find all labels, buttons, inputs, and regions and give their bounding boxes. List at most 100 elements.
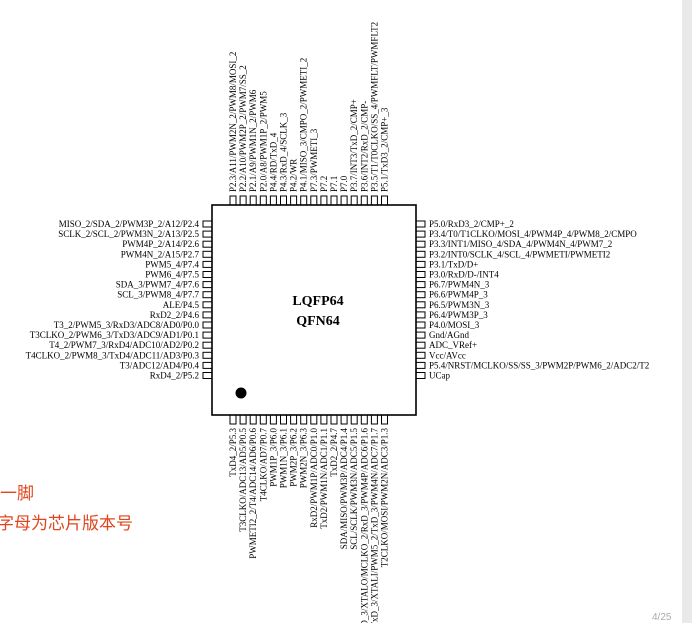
pin-label: SCLK_2/SCL_2/PWM3N_2/A13/P2.5 <box>58 229 199 239</box>
pin-label: P4.2/WR <box>289 159 299 192</box>
pin-label: T3/ADC12/AD4/P0.4 <box>120 360 200 370</box>
pin1-marker <box>235 387 247 399</box>
right-pin <box>415 230 426 238</box>
top-pin <box>370 195 378 206</box>
bottom-pin <box>381 414 388 425</box>
pin-label: PWM4P_2/A14/P2.6 <box>122 239 199 249</box>
pin-label: MISO_2/SDA_2/PWM3P_2/A12/P2.4 <box>59 219 200 229</box>
right-pin <box>415 372 426 379</box>
pin-label: SCL_3/PWM8_4/P7.7 <box>117 290 199 300</box>
pin-label: P6.5/PWM3N_3 <box>429 300 490 310</box>
pin-label: Gnd/AGnd <box>429 330 469 340</box>
pin-label: P3.1/TxD/D+ <box>429 259 478 269</box>
top-pin <box>340 195 348 206</box>
pin-label: RxD2_2/P4.6 <box>150 310 200 320</box>
top-pin <box>300 195 308 206</box>
top-pin <box>310 195 318 206</box>
top-pin <box>280 195 287 206</box>
pin-label: P3.5/T1/T0CLKO/SS_4/PWMFLT/PWMFLT2 <box>369 22 379 192</box>
left-pin <box>202 220 213 228</box>
right-pin <box>415 331 426 339</box>
left-pin <box>202 301 213 309</box>
bottom-pin <box>300 414 308 425</box>
left-pin <box>202 311 213 319</box>
pin-label: T3_2/PWM5_3/RxD3/ADC8/AD0/P0.0 <box>54 320 200 330</box>
pin-label: PWMETI2_2/T4/ADC14/AD6/P0.6 <box>248 428 258 559</box>
left-pin <box>202 361 213 369</box>
pin-label: P7.3/PWMETI_3 <box>309 128 319 192</box>
note-line-2: 字母为芯片版本号 <box>0 514 133 534</box>
left-pin <box>202 271 213 278</box>
pin-label: SCL/SCLK/PWM3N/ADC5/P1.5 <box>349 428 359 550</box>
bottom-pin <box>350 414 358 425</box>
bottom-pin-group: 1TxD4_2/P5.32T3CLKO/ADC13/AD5/P0.53PWMET… <box>228 403 390 623</box>
left-pin <box>202 260 213 268</box>
top-pin-group: 48P2.3/A11/PWM2N_2/PWM8/MOSI_247P2.2/A10… <box>228 22 390 216</box>
pin-label: P2.3/A11/PWM2N_2/PWM8/MOSI_2 <box>228 52 238 192</box>
right-pin <box>415 281 426 289</box>
pin-label: T2CLKO/MOSI/PWM2N/ADC3/P1.3 <box>380 428 390 568</box>
pin-label: RxD4_2/P5.2 <box>150 371 199 381</box>
pin-label: P2.2/A10/PWM2P_2/PWM7/SS_2 <box>238 65 248 192</box>
right-pin <box>415 311 426 319</box>
bottom-pin <box>320 414 328 425</box>
right-pin-group: 32P5.0/RxD3_2/CMP+_231P3.4/T0/T1CLKO/MOS… <box>403 219 649 381</box>
pin-label: P7.2 <box>319 176 329 192</box>
pin-label: TxD_3/XTALI/PWM5_2/TxD_3/PWM4N/ADC7/P1.7 <box>369 428 379 623</box>
bottom-pin <box>259 414 267 425</box>
pin-label: T4_2/PWM7_3/RxD4/ADC10/AD2/P0.2 <box>49 340 199 350</box>
pin-label: P6.7/PWM4N_3 <box>429 280 490 290</box>
pin-label: UCap <box>429 371 450 381</box>
right-pin <box>415 271 426 278</box>
pin-label: T4CLKO/AD7/P0.7 <box>258 428 268 502</box>
pin-label: ALE/P4.5 <box>163 300 200 310</box>
bottom-pin <box>280 414 287 425</box>
left-pin <box>202 281 213 289</box>
top-pin <box>350 195 358 206</box>
pin-label: RxD_3/XTALO/MCLKO_2/RxD_3/PWM4P/ADC6/P1.… <box>359 428 369 623</box>
right-pin <box>415 260 426 268</box>
bottom-pin <box>310 414 318 425</box>
left-pin <box>202 331 213 339</box>
pin-label: PWM2N_3/P6.3 <box>299 428 309 489</box>
package-name-lqfp: LQFP64 <box>292 294 343 309</box>
pin-label: P4.0/MOSI_3 <box>429 320 480 330</box>
left-pin <box>202 250 213 258</box>
pin-label: T4CLKO_2/PWM8_3/TxD4/ADC11/AD3/P0.3 <box>26 350 200 360</box>
pin-label: PWM6_4/P7.5 <box>145 270 199 280</box>
pin-label: P7.1 <box>329 176 339 192</box>
pin-label: PWM1N_3/P6.1 <box>279 428 289 488</box>
left-pin <box>202 351 213 359</box>
left-pin <box>202 230 213 238</box>
pin-label: P4.1/MISO_3/CMPO_2/PWMETI_2 <box>299 58 309 192</box>
top-pin <box>249 195 257 206</box>
pin-label: P3.7/INT3/TxD_2/CMP+ <box>349 99 359 192</box>
top-pin <box>290 195 298 206</box>
bottom-pin <box>360 414 368 425</box>
right-pin <box>415 321 426 329</box>
top-pin <box>259 195 267 206</box>
bottom-pin <box>370 414 378 425</box>
scrollbar-strip <box>682 0 692 623</box>
pin-label: P3.0/RxD/D-/INT4 <box>429 270 499 280</box>
pin-label: T3CLKO/ADC13/AD5/P0.5 <box>238 428 248 532</box>
bottom-pin <box>340 414 348 425</box>
right-pin <box>415 220 426 228</box>
pin-label: T3CLKO_2/PWM6_3/TxD3/ADC9/AD1/P0.1 <box>30 330 199 340</box>
pin-label: SDA_3/PWM7_4/P7.6 <box>116 280 200 290</box>
package-name-qfn: QFN64 <box>296 314 340 329</box>
pin-label: P2.1/A9/PWM1N_2/PWM6 <box>248 89 258 192</box>
right-pin <box>415 250 426 258</box>
bottom-pin <box>229 414 237 425</box>
pin-label: P5.0/RxD3_2/CMP+_2 <box>429 219 514 229</box>
top-pin <box>330 195 338 206</box>
pin-label: PWM4N_2/A15/P2.7 <box>121 249 200 259</box>
pin-label: P3.2/INT0/SCLK_4/SCL_4/PWMETI/PWMETI2 <box>429 249 610 259</box>
pin-label: P3.3/INT1/MISO_4/SDA_4/PWM4N_4/PWM7_2 <box>429 239 612 249</box>
pin-label: P7.0 <box>339 175 349 192</box>
right-pin <box>415 301 426 309</box>
top-pin <box>320 195 328 206</box>
pin-label: SDA/MISO/PWM3P/ADC4/P1.4 <box>339 428 349 550</box>
pin-label: PWM5_4/P7.4 <box>145 259 199 269</box>
